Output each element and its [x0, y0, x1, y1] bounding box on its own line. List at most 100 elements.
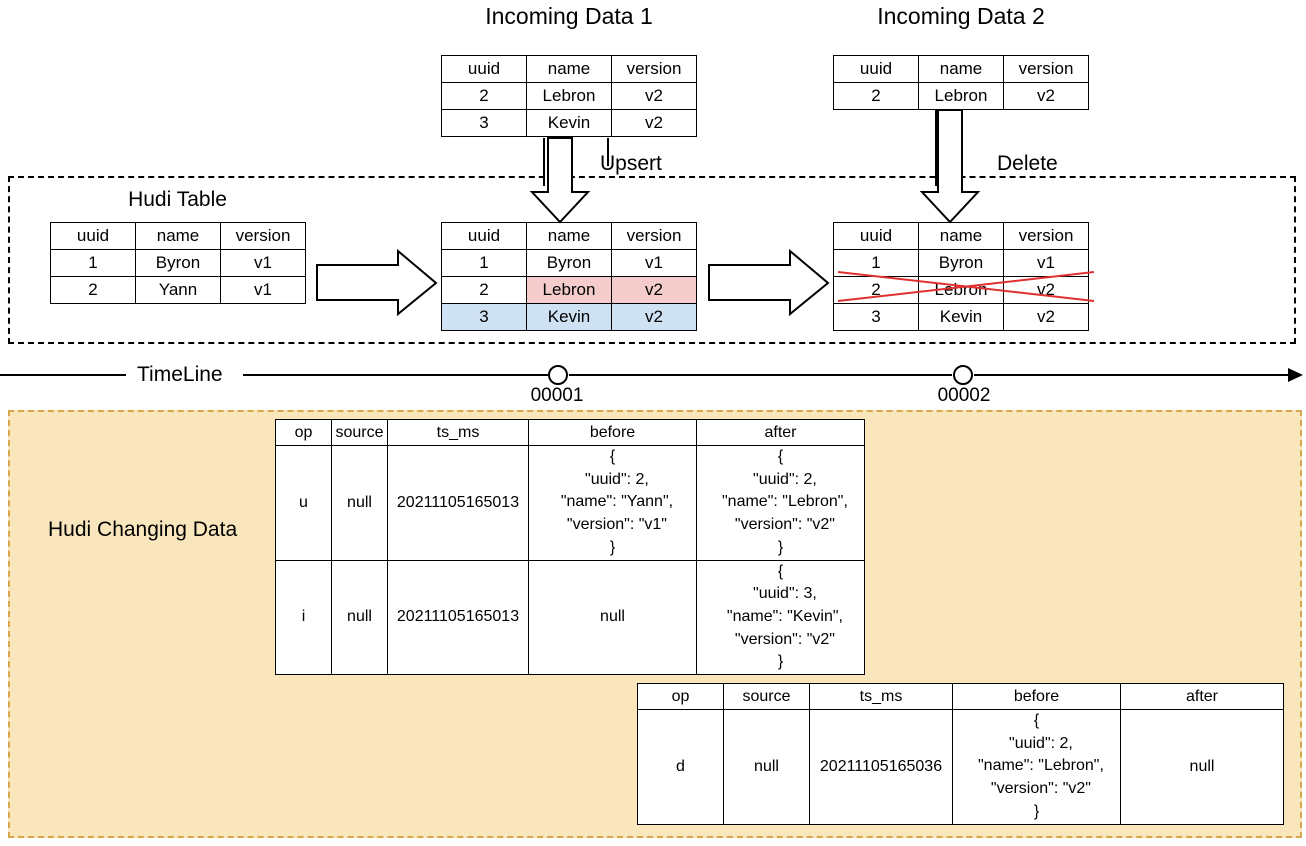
cdc-table-commit-00002: op source ts_ms before after d null 2021… — [637, 683, 1284, 825]
hudi-table-initial: uuid name version 1 Byron v1 2 Yann v1 — [50, 222, 306, 304]
cell-uuid: 2 — [441, 276, 527, 304]
column-header-version: version — [1003, 55, 1089, 83]
cell-before: { "uuid": 2, "name": "Yann", "version": … — [528, 445, 697, 561]
cell-after: null — [1120, 709, 1284, 825]
cell-uuid: 2 — [833, 82, 919, 110]
column-header-op: op — [275, 419, 332, 446]
cell-version: v1 — [611, 249, 697, 277]
table-header-row: uuid name version — [441, 55, 697, 83]
hudi-table-title: Hudi Table — [128, 188, 227, 211]
cell-version: v2 — [1003, 303, 1089, 331]
table-row: 2 Lebron v2 — [441, 82, 697, 110]
cell-version: v2 — [611, 82, 697, 110]
cell-name: Kevin — [918, 303, 1004, 331]
cell-version: v2 — [1003, 276, 1089, 304]
cell-uuid: 1 — [833, 249, 919, 277]
column-header-version: version — [611, 55, 697, 83]
column-header-version: version — [220, 222, 306, 250]
table-header-row: uuid name version — [833, 55, 1089, 83]
table-header-row: uuid name version — [441, 222, 697, 250]
column-header-uuid: uuid — [833, 55, 919, 83]
cell-op: d — [637, 709, 724, 825]
cell-version: v1 — [220, 276, 306, 304]
cell-name: Lebron — [918, 82, 1004, 110]
cell-name: Kevin — [526, 303, 612, 331]
table-row: 1 Byron v1 — [833, 249, 1089, 277]
cell-ts-ms: 20211105165036 — [809, 709, 953, 825]
cdc-row-update: u null 20211105165013 { "uuid": 2, "name… — [275, 445, 865, 561]
table-row-updated: 2 Lebron v2 — [441, 276, 697, 304]
cell-before: { "uuid": 2, "name": "Lebron", "version"… — [952, 709, 1121, 825]
column-header-ts-ms: ts_ms — [809, 683, 953, 710]
cell-name: Byron — [526, 249, 612, 277]
column-header-after: after — [696, 419, 865, 446]
cell-name: Byron — [918, 249, 1004, 277]
cell-source: null — [331, 445, 388, 561]
cell-version: v2 — [611, 109, 697, 137]
cell-uuid: 3 — [441, 109, 527, 137]
column-header-name: name — [135, 222, 221, 250]
cell-name: Lebron — [918, 276, 1004, 304]
timeline-tick-marker-00002 — [953, 365, 973, 385]
cell-version: v1 — [1003, 249, 1089, 277]
timeline-tick-00001: 00001 — [530, 385, 584, 406]
cdc-table-commit-00001: op source ts_ms before after u null 2021… — [275, 419, 865, 676]
table-row: 3 Kevin v2 — [833, 303, 1089, 331]
column-header-version: version — [1003, 222, 1089, 250]
cell-name: Kevin — [526, 109, 612, 137]
cell-source: null — [331, 559, 388, 676]
cell-source: null — [723, 709, 810, 825]
timeline-tick-00002: 00002 — [937, 385, 991, 406]
column-header-before: before — [528, 419, 697, 446]
cell-name: Yann — [135, 276, 221, 304]
cdc-header-row: op source ts_ms before after — [275, 419, 865, 446]
cell-version: v2 — [1003, 82, 1089, 110]
cell-uuid: 3 — [833, 303, 919, 331]
cell-uuid: 3 — [441, 303, 527, 331]
table-row: 2 Yann v1 — [50, 276, 306, 304]
column-header-uuid: uuid — [833, 222, 919, 250]
cell-op: u — [275, 445, 332, 561]
table-row-inserted: 3 Kevin v2 — [441, 303, 697, 331]
column-header-name: name — [918, 55, 1004, 83]
table-row-deleted: 2 Lebron v2 — [833, 276, 1089, 304]
column-header-uuid: uuid — [441, 55, 527, 83]
cell-after: { "uuid": 3, "name": "Kevin", "version":… — [696, 559, 865, 676]
column-header-name: name — [918, 222, 1004, 250]
timeline-tick-marker-00001 — [548, 365, 568, 385]
hudi-table-after-delete: uuid name version 1 Byron v1 2 Lebron v2… — [833, 222, 1089, 331]
incoming-data-1-title: Incoming Data 1 — [485, 3, 653, 29]
table-header-row: uuid name version — [50, 222, 306, 250]
incoming-data-2-title: Incoming Data 2 — [877, 3, 1045, 29]
column-header-ts-ms: ts_ms — [387, 419, 529, 446]
column-header-name: name — [526, 55, 612, 83]
table-row: 3 Kevin v2 — [441, 109, 697, 137]
cell-uuid: 2 — [441, 82, 527, 110]
table-row: 1 Byron v1 — [441, 249, 697, 277]
column-header-version: version — [611, 222, 697, 250]
table-row: 2 Lebron v2 — [833, 82, 1089, 110]
column-header-after: after — [1120, 683, 1284, 710]
incoming-data-2-table: uuid name version 2 Lebron v2 — [833, 55, 1089, 110]
hudi-table-after-upsert: uuid name version 1 Byron v1 2 Lebron v2… — [441, 222, 697, 331]
column-header-source: source — [331, 419, 388, 446]
cell-ts-ms: 20211105165013 — [387, 559, 529, 676]
column-header-uuid: uuid — [441, 222, 527, 250]
cell-uuid: 1 — [441, 249, 527, 277]
cell-name: Byron — [135, 249, 221, 277]
delete-connector-lines — [935, 110, 963, 186]
cell-op: i — [275, 559, 332, 676]
hudi-changing-data-label: Hudi Changing Data — [48, 518, 238, 541]
cell-name: Lebron — [526, 82, 612, 110]
table-row: 1 Byron v1 — [50, 249, 306, 277]
cell-version: v2 — [611, 276, 697, 304]
cell-before: null — [528, 559, 697, 676]
timeline-label: TimeLine — [131, 363, 229, 387]
incoming-data-1-table: uuid name version 2 Lebron v2 3 Kevin v2 — [441, 55, 697, 137]
cdc-row-delete: d null 20211105165036 { "uuid": 2, "name… — [637, 709, 1284, 825]
column-header-before: before — [952, 683, 1121, 710]
column-header-uuid: uuid — [50, 222, 136, 250]
column-header-op: op — [637, 683, 724, 710]
column-header-name: name — [526, 222, 612, 250]
delete-label: Delete — [997, 152, 1058, 175]
